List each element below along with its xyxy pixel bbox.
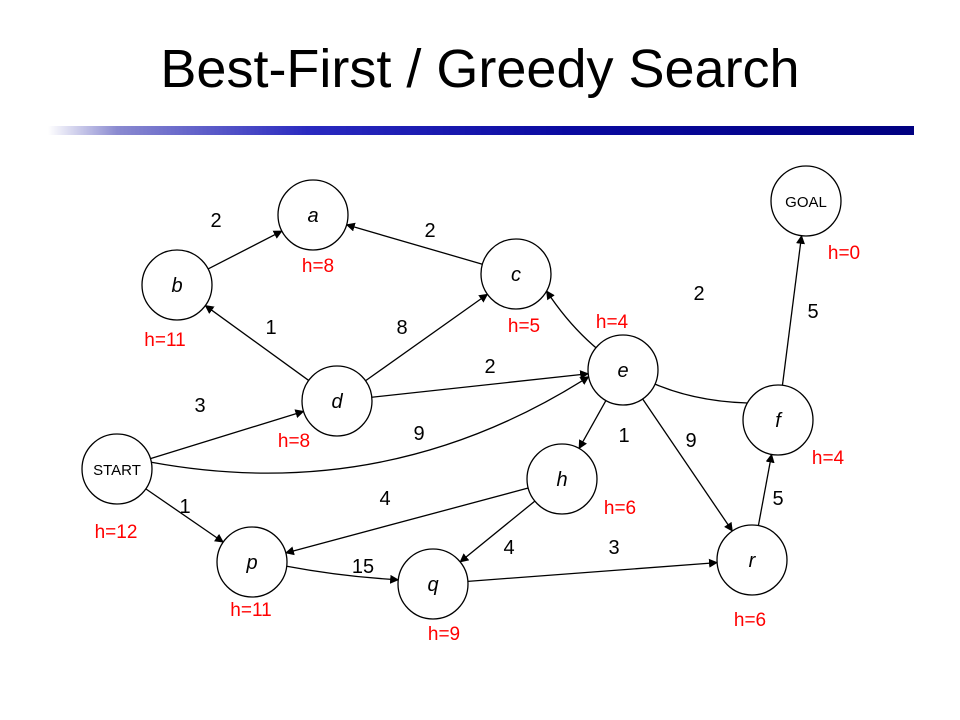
edge-h-q [459,500,536,563]
heuristic-r: h=6 [734,610,766,631]
edge-weight-p-q: 15 [352,556,374,578]
node-circle-b [141,249,213,321]
edge-b-a [207,230,283,270]
heuristic-a: h=8 [302,256,334,277]
edge-weight-r-f: 5 [772,488,783,510]
node-r: r [716,524,788,596]
heuristic-c: h=5 [508,316,540,337]
edge-weight-b-a: 2 [210,210,221,232]
edge-start-e [151,376,590,474]
node-label-h: h [556,469,567,491]
node-goal: GOAL [770,165,842,237]
node-b: b [141,249,213,321]
node-circle-start [81,433,153,505]
node-label-q: q [427,574,438,596]
node-label-b: b [171,275,182,297]
node-label-d: d [331,391,343,413]
heuristic-f: h=4 [812,448,845,469]
node-label-e: e [617,360,628,382]
edge-p-q [286,565,400,584]
edge-weight-d-c: 8 [396,317,407,339]
edge-h-p [284,487,529,556]
edge-d-b [204,305,310,381]
node-label-r: r [749,550,757,572]
node-label-goal: GOAL [785,194,827,211]
node-circle-f [742,384,814,456]
node-e: e [587,334,659,406]
node-h: h [526,443,598,515]
edge-q-r [467,558,718,583]
edge-weight-start-p: 1 [179,496,190,518]
edge-e-h [578,400,607,450]
heuristic-h: h=6 [604,498,636,519]
heuristic-q: h=9 [428,624,460,645]
edge-d-c [365,293,489,382]
edge-r-f [757,453,775,526]
edge-weight-d-b: 1 [265,317,276,339]
slide-title: Best-First / Greedy Search [160,39,800,99]
node-circle-a [277,179,349,251]
node-label-p: p [245,552,257,574]
edge-start-d [150,409,305,460]
node-circle-p [216,526,288,598]
edge-weight-e-r: 9 [685,430,696,452]
node-circle-q [397,548,469,620]
heuristic-start: h=12 [95,522,138,543]
node-q: q [397,548,469,620]
edge-weight-d-e: 2 [484,356,495,378]
heuristic-d: h=8 [278,431,310,452]
node-start: START [81,433,153,505]
node-circle-c [480,238,552,310]
node-d: d [301,365,373,437]
edge-weight-e-h: 1 [618,425,629,447]
edge-weight-f-goal: 5 [807,301,818,323]
node-c: c [480,238,552,310]
node-f: f [742,384,814,456]
title-rule [48,126,914,135]
edge-weight-f-c: 2 [693,283,704,305]
node-circle-goal [770,165,842,237]
edge-f-goal [781,234,805,386]
edge-weight-h-p: 4 [379,488,390,510]
edge-start-p [145,488,224,543]
node-circle-r [716,524,788,596]
node-circle-e [587,334,659,406]
edge-weight-c-a: 2 [424,220,435,242]
heuristic-p: h=11 [230,600,271,621]
node-label-c: c [511,264,521,286]
edge-e-r [642,398,733,532]
edge-weight-start-e: 9 [413,423,424,445]
edge-weight-start-d: 3 [194,395,205,417]
node-circle-h [526,443,598,515]
edge-d-e [371,370,590,398]
node-p: p [216,526,288,598]
edge-c-a [345,222,483,265]
node-label-a: a [307,205,318,227]
node-a: a [277,179,349,251]
heuristic-goal: h=0 [828,243,860,264]
heuristic-e: h=4 [596,312,629,333]
heuristic-b: h=11 [144,330,185,351]
edge-weight-q-r: 3 [608,537,619,559]
node-label-f: f [775,410,783,432]
node-label-start: START [93,462,141,479]
edge-weight-h-q: 4 [503,537,514,559]
node-circle-d [301,365,373,437]
